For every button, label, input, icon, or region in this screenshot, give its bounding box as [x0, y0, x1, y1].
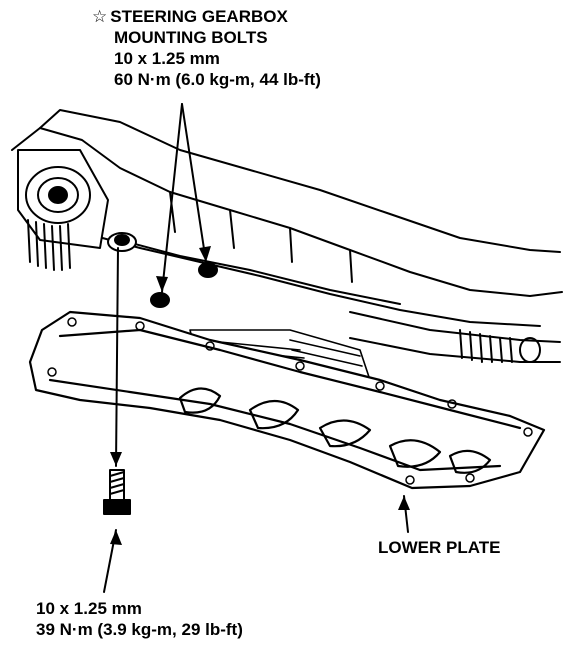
star-icon: ☆ — [92, 7, 108, 26]
gearbox-bolts-size: 10 x 1.25 mm — [114, 49, 220, 68]
plate-bolt-torque: 39 N·m (3.9 kg-m, 29 lb-ft) — [36, 620, 243, 639]
arrow-heads — [110, 246, 410, 545]
plate-bolt-size: 10 x 1.25 mm — [36, 599, 142, 618]
gearbox-bolts-title-line2: MOUNTING BOLTS — [114, 28, 268, 47]
subframe-mount-bushing — [17, 149, 109, 271]
gearbox-bolts-torque: 60 N·m (6.0 kg-m, 44 lb-ft) — [114, 70, 321, 89]
subframe-mount-bolt — [107, 232, 137, 252]
gearbox-bolts-callout: ☆STEERING GEARBOX MOUNTING BOLTS 10 x 1.… — [92, 6, 321, 90]
gearbox-bolts-title-line1: STEERING GEARBOX — [110, 7, 288, 26]
steering-rack — [349, 311, 561, 363]
plate-bolt-holes — [47, 317, 533, 485]
lower-plate — [28, 310, 546, 490]
lower-plate-label: LOWER PLATE — [378, 538, 501, 557]
loose-bolt — [103, 469, 131, 515]
gearbox-mounting-bolts — [150, 262, 218, 308]
plate-bolt-callout: 10 x 1.25 mm 39 N·m (3.9 kg-m, 29 lb-ft) — [36, 598, 243, 640]
leader-lines — [103, 103, 409, 593]
